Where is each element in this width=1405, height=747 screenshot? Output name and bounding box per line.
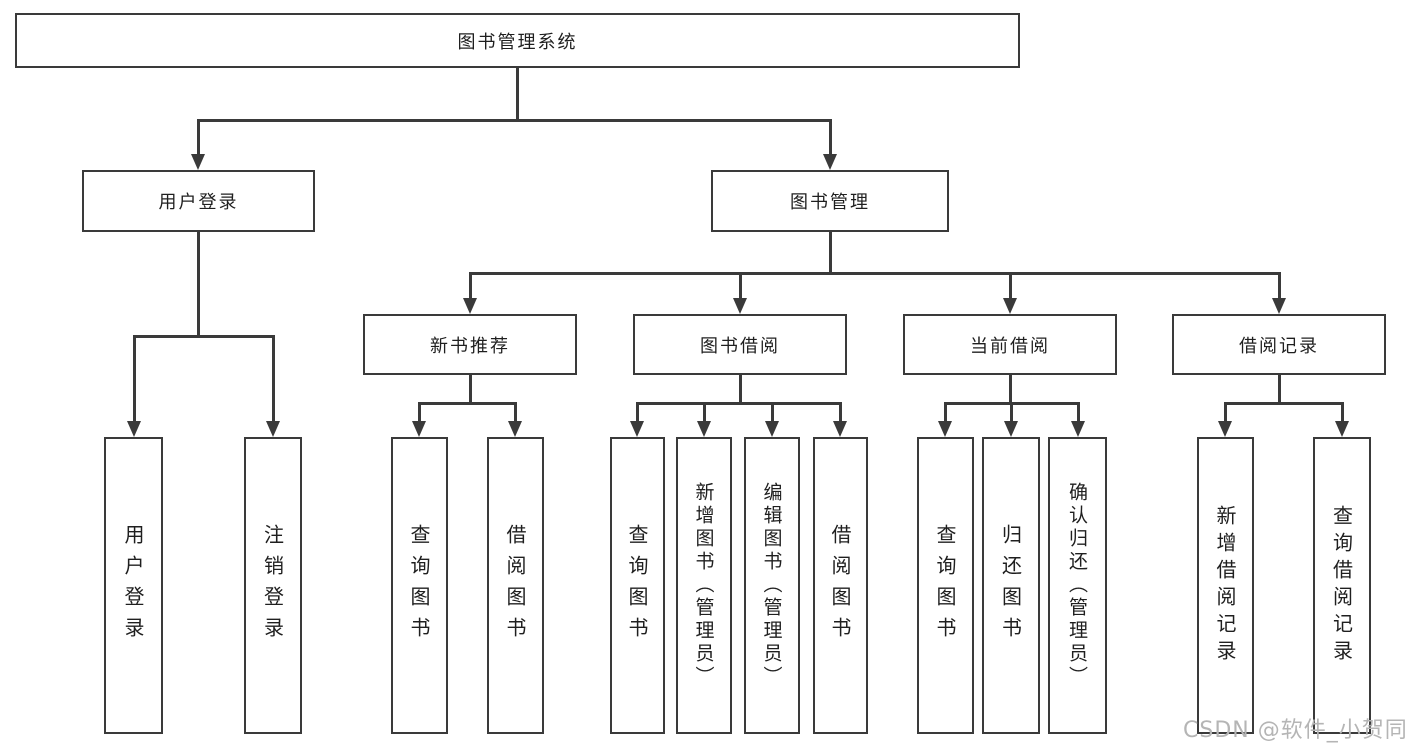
leaf-user-login: 用户登录	[104, 437, 163, 734]
node-label: 确认归还（管理员）	[1066, 482, 1088, 689]
leaf-query-books-current: 查询图书	[917, 437, 974, 734]
connector-line	[944, 402, 947, 421]
leaf-query-borrow-record: 查询借阅记录	[1313, 437, 1371, 734]
csdn-watermark: CSDN @软件_小贺同学	[1183, 718, 1405, 743]
leaf-add-borrow-record: 新增借阅记录	[1197, 437, 1254, 734]
node-new-book-recommend: 新书推荐	[363, 314, 577, 375]
arrow-down-icon	[1272, 298, 1286, 314]
leaf-logout: 注销登录	[244, 437, 302, 734]
node-library-management-system: 图书管理系统	[15, 13, 1020, 68]
node-label: 归还图书	[998, 523, 1023, 648]
arrow-down-icon	[463, 298, 477, 314]
connector-line	[703, 402, 706, 421]
arrow-down-icon	[412, 421, 426, 437]
node-label: 查询图书	[625, 523, 649, 648]
connector-line	[516, 68, 519, 120]
node-borrow-records: 借阅记录	[1172, 314, 1386, 375]
node-label: 借阅记录	[1239, 335, 1319, 357]
arrow-down-icon	[833, 421, 847, 437]
arrow-down-icon	[765, 421, 779, 437]
connector-line	[1077, 402, 1080, 421]
connector-line	[739, 272, 742, 298]
connector-line	[829, 119, 832, 155]
node-label: 查询借阅记录	[1329, 504, 1354, 667]
node-label: 新增图书（管理员）	[692, 482, 715, 689]
arrow-down-icon	[1003, 298, 1017, 314]
arrow-down-icon	[938, 421, 952, 437]
arrow-down-icon	[1335, 421, 1349, 437]
connector-line	[272, 335, 275, 421]
connector-line	[514, 402, 517, 421]
arrow-down-icon	[508, 421, 522, 437]
node-label: 图书管理系统	[457, 31, 578, 53]
arrow-down-icon	[191, 154, 205, 170]
node-label: 用户登录	[158, 192, 239, 213]
arrow-down-icon	[1218, 421, 1232, 437]
arrow-down-icon	[266, 421, 280, 437]
connector-line	[469, 375, 472, 404]
node-book-borrowing: 图书借阅	[633, 314, 847, 375]
arrow-down-icon	[733, 298, 747, 314]
leaf-borrow-books-recommend: 借阅图书	[487, 437, 544, 734]
node-label: 借阅图书	[503, 523, 527, 648]
connector-line	[1341, 402, 1344, 421]
node-current-borrowing: 当前借阅	[903, 314, 1117, 375]
node-label: 用户登录	[121, 523, 145, 648]
node-user-login: 用户登录	[82, 170, 315, 232]
node-label: 图书借阅	[700, 335, 780, 357]
leaf-borrow-books: 借阅图书	[813, 437, 868, 734]
connector-line	[771, 402, 774, 421]
node-label: 借阅图书	[828, 523, 852, 648]
connector-line	[1225, 402, 1343, 405]
connector-line	[419, 402, 516, 405]
arrow-down-icon	[630, 421, 644, 437]
arrow-down-icon	[697, 421, 711, 437]
node-label: 查询图书	[407, 523, 431, 648]
leaf-query-books-recommend: 查询图书	[391, 437, 448, 734]
connector-line	[1278, 272, 1281, 298]
node-label: 编辑图书（管理员）	[760, 482, 783, 689]
leaf-query-books-borrow: 查询图书	[610, 437, 665, 734]
arrow-down-icon	[1004, 421, 1018, 437]
connector-line	[469, 272, 472, 298]
connector-line	[197, 119, 200, 155]
connector-line	[1009, 375, 1012, 404]
node-label: 新书推荐	[430, 335, 510, 357]
connector-line	[839, 402, 842, 421]
connector-line	[1224, 402, 1227, 421]
connector-line	[197, 232, 200, 337]
connector-line	[1278, 375, 1281, 404]
arrow-down-icon	[1071, 421, 1085, 437]
connector-line	[1009, 272, 1012, 298]
leaf-edit-books-admin: 编辑图书（管理员）	[744, 437, 800, 734]
connector-line	[637, 402, 841, 405]
arrow-down-icon	[823, 154, 837, 170]
leaf-return-books: 归还图书	[982, 437, 1040, 734]
node-label: 图书管理	[790, 192, 870, 213]
connector-line	[829, 232, 832, 274]
node-book-management: 图书管理	[711, 170, 949, 232]
node-label: 注销登录	[260, 523, 285, 648]
arrow-down-icon	[127, 421, 141, 437]
connector-line	[134, 335, 274, 338]
leaf-add-books-admin: 新增图书（管理员）	[676, 437, 732, 734]
node-label: 当前借阅	[970, 335, 1050, 357]
node-label: 查询图书	[933, 523, 957, 648]
connector-line	[418, 402, 421, 421]
node-label: 新增借阅记录	[1213, 504, 1237, 667]
connector-line	[197, 119, 832, 122]
connector-line	[470, 272, 1280, 275]
leaf-confirm-return-admin: 确认归还（管理员）	[1048, 437, 1107, 734]
connector-line	[636, 402, 639, 421]
connector-line	[1010, 402, 1013, 421]
connector-line	[133, 335, 136, 421]
connector-line	[739, 375, 742, 404]
